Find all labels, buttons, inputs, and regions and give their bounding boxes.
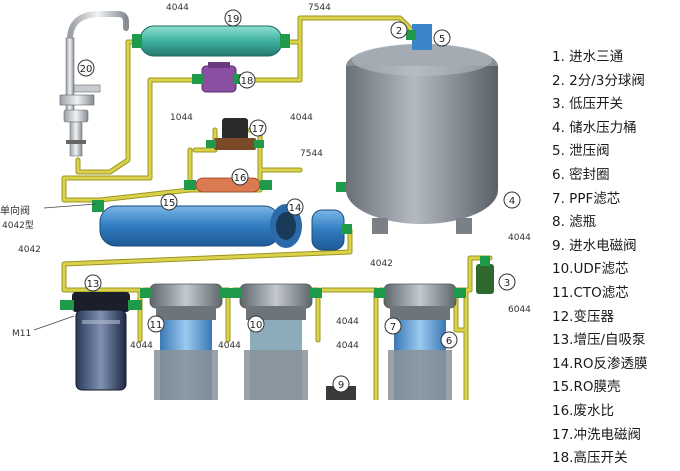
parts-legend: 1. 进水三通 2. 2分/3分球阀 3. 低压开关 4. 储水压力桶 5. 泄…	[552, 46, 680, 471]
booster-pump	[60, 292, 142, 391]
callout-14: 14	[286, 198, 304, 216]
callout-11: 11	[147, 315, 165, 333]
part-label-4044-right: 4044	[508, 233, 531, 243]
part-label-4042-right: 4042	[370, 259, 393, 269]
svg-text:13: 13	[87, 279, 100, 290]
part-label-6044: 6044	[508, 305, 531, 315]
legend-item: 16.废水比	[552, 402, 614, 419]
part-label-4044-b2: 4044	[218, 341, 241, 351]
filter-stage-ppf	[374, 283, 466, 400]
check-valve-model: 4042型	[2, 220, 34, 231]
svg-text:3: 3	[504, 278, 510, 289]
svg-text:7: 7	[390, 322, 396, 333]
svg-text:11: 11	[150, 320, 163, 331]
svg-text:18: 18	[241, 76, 254, 87]
ro-membrane-housing	[92, 200, 352, 251]
low-pressure-switch	[476, 256, 494, 294]
part-label-4044-b3: 4044	[336, 317, 359, 327]
callout-16: 16	[231, 168, 249, 186]
legend-item: 3. 低压开关	[552, 96, 624, 113]
legend-item: 14.RO反渗透膜	[552, 355, 648, 372]
legend-item: 1. 进水三通	[552, 49, 624, 65]
legend-item: 5. 泄压阀	[552, 143, 610, 160]
callout-19: 19	[224, 9, 242, 27]
legend-item: 13.增压/自吸泵	[552, 332, 646, 349]
filter-stage-cto	[140, 283, 232, 400]
check-valve-label: 单向阀	[0, 204, 30, 217]
inlet-solenoid-valve	[326, 386, 356, 400]
filter-stage-udf	[230, 283, 322, 400]
svg-text:5: 5	[439, 34, 445, 45]
callout-4: 4	[503, 191, 521, 209]
svg-text:9: 9	[338, 380, 344, 391]
storage-tank	[336, 24, 498, 234]
part-label-4044-mid: 4044	[290, 113, 313, 123]
callout-3: 3	[498, 273, 516, 291]
legend-item: 4. 储水压力桶	[552, 119, 637, 136]
svg-text:15: 15	[163, 198, 176, 209]
legend-item: 12.变压器	[552, 308, 614, 325]
svg-text:2: 2	[396, 26, 402, 37]
callout-15: 15	[160, 193, 178, 211]
svg-text:4: 4	[509, 196, 515, 207]
callout-6: 6	[440, 331, 458, 349]
legend-item: 18.高压开关	[552, 450, 628, 467]
callout-10: 10	[247, 315, 265, 333]
legend-item: 11.CTO滤芯	[552, 284, 629, 301]
part-label-m11: M11	[12, 329, 31, 339]
part-label-7544-mid: 7544	[300, 149, 323, 159]
callout-18: 18	[238, 71, 256, 89]
faucet	[59, 11, 129, 157]
svg-text:17: 17	[252, 124, 265, 135]
part-label-4044-b1: 4044	[130, 341, 153, 351]
svg-text:6: 6	[446, 336, 452, 347]
legend-item: 15.RO膜壳	[552, 379, 621, 396]
post-carbon-filter	[132, 25, 290, 57]
m11-pointer	[33, 315, 75, 331]
legend-item: 10.UDF滤芯	[552, 261, 629, 278]
legend-item: 9. 进水电磁阀	[552, 237, 637, 254]
callout-13: 13	[84, 274, 102, 292]
part-label-4042-left: 4042	[18, 245, 41, 255]
legend-item: 6. 密封圈	[552, 166, 610, 183]
svg-text:19: 19	[227, 14, 240, 25]
part-label-4044-top: 4044	[166, 3, 189, 13]
svg-text:14: 14	[289, 203, 302, 214]
ro-system-diagram: 4044 7544 1044 4044 7544 单向阀 4042型 4042 …	[0, 3, 647, 466]
legend-item: 2. 2分/3分球阀	[552, 72, 645, 89]
high-pressure-switch	[192, 62, 246, 93]
plumbing-diagram-canvas: 4044 7544 1044 4044 7544 单向阀 4042型 4042 …	[0, 3, 531, 403]
callout-9: 9	[332, 375, 350, 393]
svg-text:16: 16	[234, 173, 247, 184]
legend-item: 7. PPF滤芯	[552, 190, 621, 207]
callout-2: 2	[390, 21, 408, 39]
part-label-4044-b4: 4044	[336, 341, 359, 351]
legend-item: 8. 滤瓶	[552, 214, 597, 231]
svg-text:10: 10	[250, 320, 263, 331]
part-label-1044: 1044	[170, 113, 193, 123]
legend-item: 17.冲洗电磁阀	[552, 426, 641, 443]
callout-17: 17	[249, 119, 267, 137]
svg-text:20: 20	[80, 64, 93, 75]
callout-5: 5	[433, 29, 451, 47]
part-label-7544-top: 7544	[308, 3, 331, 13]
check-valve-pointer	[43, 203, 97, 209]
callout-20: 20	[77, 59, 95, 77]
flush-solenoid-valve	[206, 118, 264, 150]
callout-7: 7	[384, 317, 402, 335]
